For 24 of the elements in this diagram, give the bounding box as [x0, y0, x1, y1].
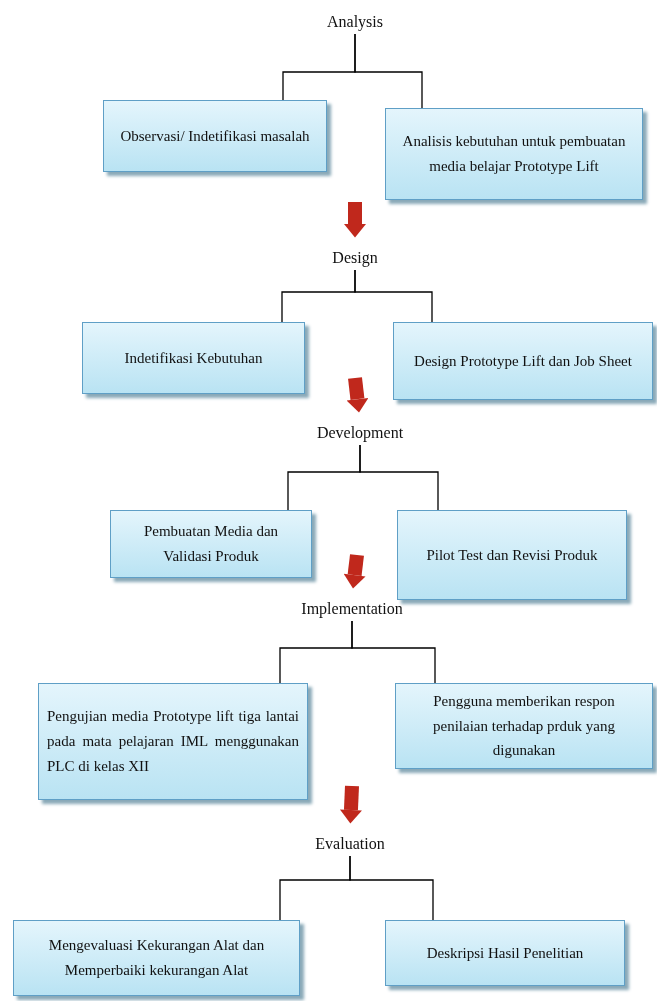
connector-line	[351, 620, 436, 684]
process-box: Pengguna memberikan respon penilaian terhadap prduk yang digunakan	[395, 683, 653, 769]
connector-line	[359, 444, 439, 511]
process-box: Design Prototype Lift dan Job Sheet	[393, 322, 653, 400]
stage-heading: Design	[295, 246, 415, 270]
block-arrow	[344, 202, 366, 238]
process-box: Pembuatan Media dan Validasi Produk	[110, 510, 312, 578]
process-box: Pilot Test dan Revisi Produk	[397, 510, 627, 600]
stage-heading: Analysis	[295, 10, 415, 34]
block-arrow	[343, 554, 366, 589]
connector-line	[349, 855, 434, 921]
block-arrow	[346, 377, 369, 413]
stage-heading: Evaluation	[290, 832, 410, 856]
process-box: Observasi/ Indetifikasi masalah	[103, 100, 327, 172]
connector-line	[354, 269, 433, 323]
process-box: Deskripsi Hasil Penelitian	[385, 920, 625, 986]
process-box: Pengujian media Prototype lift tiga lantai pada mata pelajaran IML menggunakan PLC di kelas XII	[38, 683, 308, 800]
process-box: Mengevaluasi Kekurangan Alat dan Memperbaiki kekurangan Alat	[13, 920, 300, 996]
stage-heading: Development	[290, 421, 430, 445]
block-arrow	[339, 785, 362, 824]
process-box: Indetifikasi Kebutuhan	[82, 322, 305, 394]
process-box: Analisis kebutuhan untuk pembuatan media belajar Prototype Lift	[385, 108, 643, 200]
stage-heading: Implementation	[282, 597, 422, 621]
connector-line	[354, 33, 423, 109]
